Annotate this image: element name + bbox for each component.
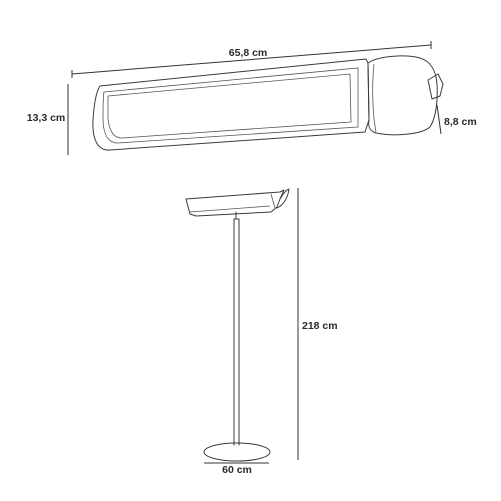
height-label: 13,3 cm	[27, 112, 66, 124]
heater-unit-drawing	[92, 55, 444, 151]
heater-reflector	[107, 73, 352, 139]
total-height-dimension: 218 cm	[297, 188, 338, 460]
stand-heater-head	[185, 189, 285, 217]
heater-end-cap	[367, 55, 438, 136]
base-diameter-label: 60 cm	[222, 464, 252, 476]
heater-knob-icon	[427, 73, 444, 100]
heater-body-outline	[92, 58, 370, 151]
stand-heater-end-cap	[276, 188, 290, 209]
total-height-label: 218 cm	[302, 320, 338, 332]
heater-lamp-frame	[102, 67, 359, 144]
base-diameter-dimension: 60 cm	[204, 462, 269, 476]
depth-label: 8,8 cm	[444, 116, 477, 128]
depth-dimension: 8,8 cm	[436, 104, 477, 135]
heater-end-cap-seam	[372, 63, 377, 133]
width-label: 65,8 cm	[229, 47, 268, 59]
stand-base	[203, 442, 271, 462]
height-dimension: 13,3 cm	[27, 84, 69, 155]
standing-heater-drawing	[185, 188, 290, 462]
width-dimension: 65,8 cm	[71, 41, 432, 78]
stand-heater-head-detail	[189, 193, 276, 213]
